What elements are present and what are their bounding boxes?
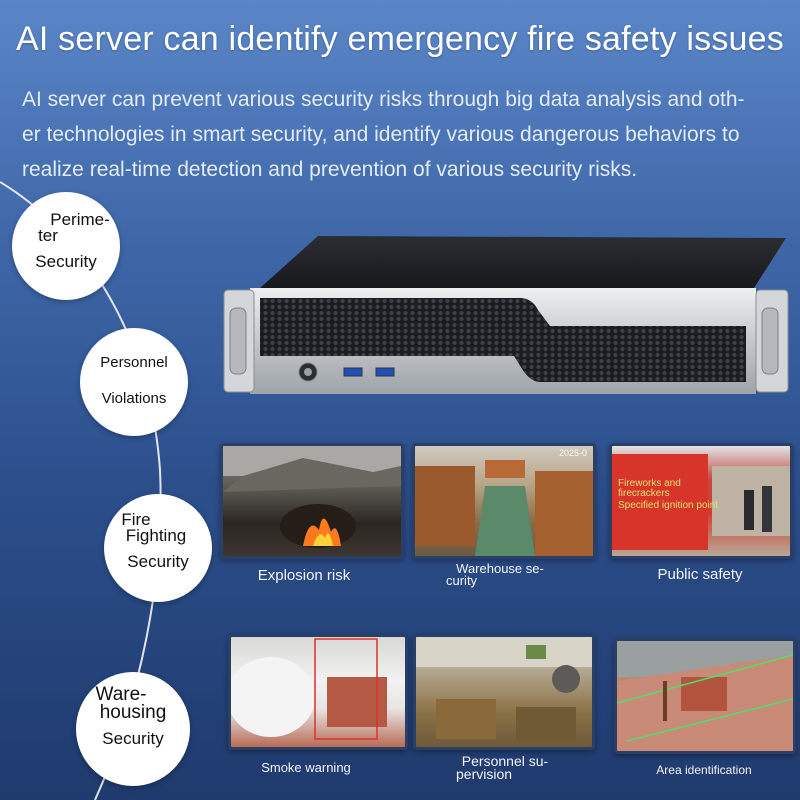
caption-personnel-supervision: Personnel su- pervision — [456, 753, 549, 782]
bubble-label: Security — [35, 252, 97, 271]
smoke-scene-image — [231, 638, 387, 740]
photo-personnel-supervision — [413, 634, 595, 750]
photo-smoke-warning — [228, 634, 408, 750]
bubble-personnel-violations: Personnel Violations — [80, 328, 188, 436]
bubble-label: Fighting — [125, 526, 187, 545]
photo-explosion-risk — [220, 443, 404, 559]
caption-area-identification: Area identification — [656, 763, 752, 777]
overlay-label: Specified ignition point — [618, 500, 719, 511]
caption-explosion-risk: Explosion risk — [257, 567, 351, 584]
supervision-scene-image — [416, 637, 592, 741]
description-line: er technologies in smart security, and i… — [22, 123, 740, 146]
bubble-label: ter — [38, 226, 58, 245]
overlay-label: Fireworks and — [618, 478, 681, 489]
bubble-label: Security — [127, 552, 189, 571]
photo-area-identification — [614, 638, 796, 754]
server-chassis-image — [223, 236, 789, 394]
description: AI server can prevent various security r… — [22, 82, 782, 187]
description-line: AI server can prevent various security r… — [22, 88, 745, 111]
caption-public-safety: Public safety — [657, 566, 743, 583]
bubble-label: housing — [99, 702, 167, 723]
photo-warehouse-security: 2025-0 — [412, 443, 596, 559]
bubble-label: Security — [102, 729, 164, 748]
fire-scene-image — [223, 446, 401, 548]
bubble-label: Violations — [101, 390, 167, 407]
bubble-label: Perime- — [50, 210, 110, 229]
bubble-label: Ware- — [95, 684, 147, 705]
warehouse-scene-image — [415, 460, 593, 556]
bubble-label: Personnel — [100, 354, 168, 371]
photo-timestamp: 2025-0 — [558, 448, 587, 458]
bubble-warehousing-security: Ware- housing Security — [76, 672, 190, 786]
bubble-fire-fighting-security: Fire Fighting Security — [104, 494, 212, 602]
area-scene-image — [617, 641, 793, 751]
bubble-label: Fire — [121, 510, 151, 529]
bubble-perimeter-security: Perime- ter Security — [12, 192, 120, 300]
photo-public-safety: Fireworks and firecrackers Specified ign… — [609, 443, 793, 559]
page-title: AI server can identify emergency fire sa… — [16, 20, 784, 58]
description-line: realize real-time detection and preventi… — [22, 158, 638, 181]
caption-warehouse-security: Warehouse se- curity — [446, 561, 544, 588]
caption-smoke-warning: Smoke warning — [261, 760, 351, 775]
overlay-label: firecrackers — [618, 488, 670, 499]
public-scene-image — [612, 454, 790, 550]
